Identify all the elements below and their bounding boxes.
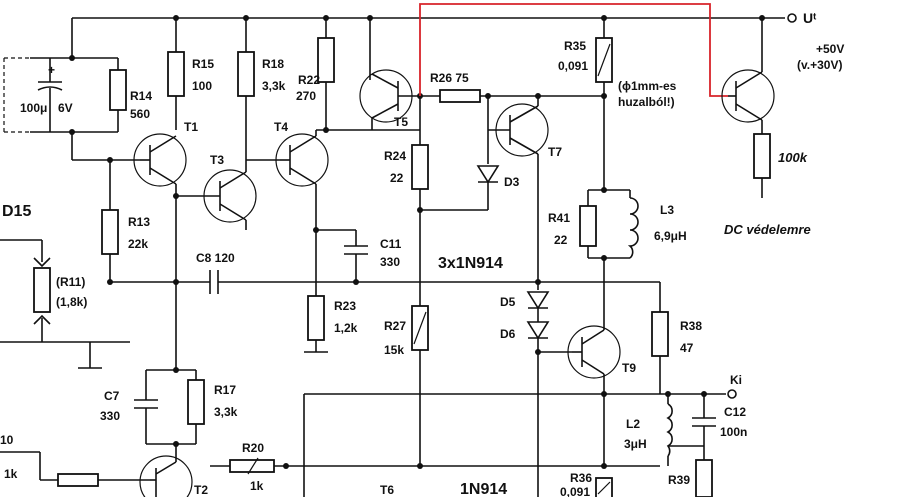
l3-label: L3 <box>660 203 674 217</box>
r35 <box>595 15 613 190</box>
r23-label: R23 <box>334 299 356 313</box>
r18-value: 3,3k <box>262 79 286 93</box>
r41-label: R41 <box>548 211 570 225</box>
r23 <box>304 295 328 353</box>
r27 <box>411 305 429 466</box>
t7 <box>488 93 549 290</box>
t4-label: T4 <box>274 120 288 134</box>
r39-label: R39 <box>668 473 690 487</box>
l2-label: L2 <box>626 417 640 431</box>
t3 <box>176 160 257 230</box>
r10-value: 1k <box>4 467 18 481</box>
r11-label: (R11) <box>56 275 85 289</box>
c100-label: 100μ <box>20 101 47 115</box>
r22-t4 <box>275 15 420 300</box>
c8-label: C8 120 <box>196 251 235 265</box>
c11-label: C11 <box>380 237 402 251</box>
r15-value: 100 <box>192 79 212 93</box>
d15-label: D15 <box>2 203 31 220</box>
t6-label: T6 <box>380 483 394 497</box>
r24-label: R24 <box>384 149 406 163</box>
r10-label: 10 <box>0 433 14 447</box>
wire-note-2: huzalból!) <box>618 95 675 109</box>
plus30-label: (v.+30V) <box>797 58 842 72</box>
r22-label: R22 <box>298 73 320 87</box>
r11-trimmer <box>0 239 130 369</box>
r23-value: 1,2k <box>334 321 358 335</box>
d6-label: D6 <box>500 327 516 341</box>
dc-protection-highlight <box>419 3 728 97</box>
r20 <box>210 457 660 475</box>
r36-label: R36 <box>570 471 592 485</box>
t3-label: T3 <box>210 153 224 167</box>
r14-label: R14 <box>130 89 152 103</box>
r36 <box>595 477 613 497</box>
r13 <box>101 157 119 282</box>
d5-label: D5 <box>500 295 516 309</box>
r18 <box>237 15 280 161</box>
r10 <box>0 451 150 487</box>
c100-r14-network <box>3 18 140 161</box>
r38-value: 47 <box>680 341 694 355</box>
n1n914-label: 1N914 <box>460 481 507 497</box>
c11 <box>316 229 368 282</box>
r36-value: 0,091 <box>560 485 590 497</box>
c12-value: 100n <box>720 425 747 439</box>
r35-label: R35 <box>564 39 586 53</box>
r20-value: 1k <box>250 479 264 493</box>
r41-value: 22 <box>554 233 568 247</box>
r27-label: R27 <box>384 319 406 333</box>
ut-label: Uᵗ <box>803 10 816 26</box>
r20-label: R20 <box>242 441 264 455</box>
r15-label: R15 <box>192 57 214 71</box>
r38-label: R38 <box>680 319 702 333</box>
t5-label: T5 <box>394 115 408 129</box>
r22-value: 270 <box>296 89 316 103</box>
t9-label: T9 <box>622 361 636 375</box>
r18-label: R18 <box>262 57 284 71</box>
dc-note: DC védelemre <box>724 222 811 237</box>
r13-value: 22k <box>128 237 148 251</box>
c100-plus: + <box>48 63 55 77</box>
d5-d6 <box>526 279 572 497</box>
ki-label: Ki <box>730 373 742 387</box>
t9 <box>567 325 621 466</box>
triple-diode-label: 3x1N914 <box>438 255 503 272</box>
r11-value: (1,8k) <box>56 295 87 309</box>
d3-label: D3 <box>504 175 520 189</box>
dc-protection-transistor <box>721 15 775 198</box>
r17-label: R17 <box>214 383 236 397</box>
r24-value: 22 <box>390 171 404 185</box>
c8-line <box>107 270 660 294</box>
l2-value: 3μH <box>624 437 647 451</box>
c12-label: C12 <box>724 405 746 419</box>
r13-label: R13 <box>128 215 150 229</box>
r41-l3 <box>579 187 639 330</box>
c7-label: C7 <box>104 389 120 403</box>
t5-r26 <box>359 15 604 145</box>
wire-note-1: (ϕ1mm-es <box>618 79 677 93</box>
r17-value: 3,3k <box>214 405 238 419</box>
l3-value: 6,9μH <box>654 229 687 243</box>
t1-label: T1 <box>184 120 198 134</box>
t2 <box>139 455 193 497</box>
r38 <box>651 282 669 394</box>
t7-label: T7 <box>548 145 562 159</box>
supply-rail <box>72 13 797 23</box>
r15-t1 <box>133 15 187 282</box>
c7-r17 <box>134 282 205 462</box>
c11-value: 330 <box>380 255 400 269</box>
t2-label: T2 <box>194 483 208 497</box>
c6v-label: 6V <box>58 101 73 115</box>
r27-value: 15k <box>384 343 404 357</box>
r35-value: 0,091 <box>558 59 588 73</box>
r100k-label: 100k <box>778 150 808 165</box>
c7-value: 330 <box>100 409 120 423</box>
r14-value: 560 <box>130 107 150 121</box>
plus50-label: +50V <box>816 42 844 56</box>
r24-d3 <box>411 96 500 306</box>
r26-label: R26 75 <box>430 71 469 85</box>
output-network <box>303 389 737 497</box>
